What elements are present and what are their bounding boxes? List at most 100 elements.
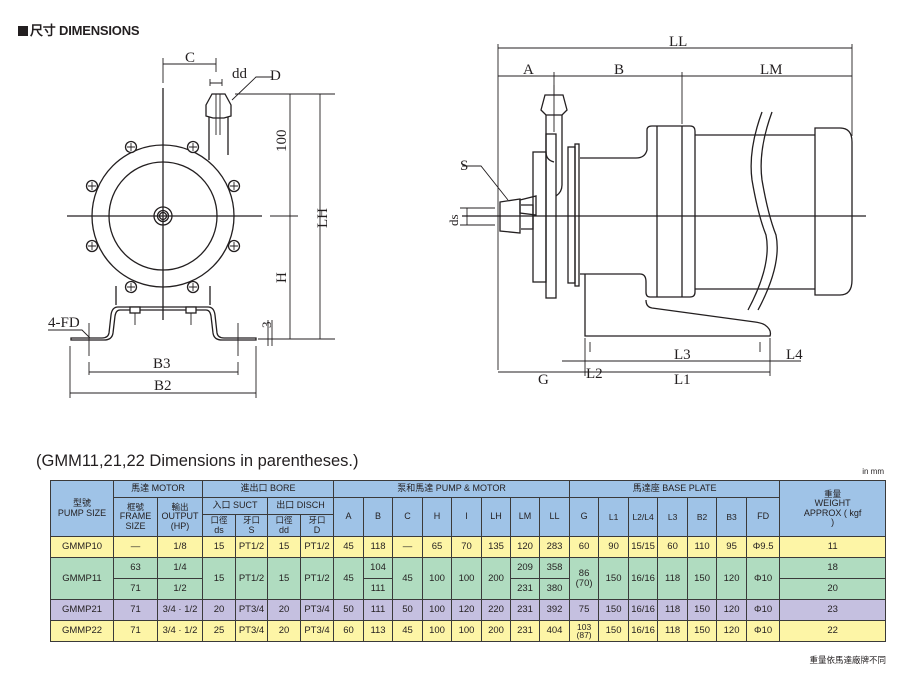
cell-l1: 150 [598,557,630,600]
cell-size: GMMP22 [50,620,114,642]
unit-label: in mm [862,467,884,476]
cell-i: 70 [451,536,483,558]
cell-g: 103(87) [569,620,600,642]
cell-i: 100 [451,557,483,600]
cell-l1: 90 [598,536,630,558]
header-dd-en: dd [278,524,289,535]
break-line-1 [747,111,768,311]
cell-weight: 11 [779,536,887,558]
dim-ll-lines [497,44,853,370]
cell-fd: Φ10 [746,599,781,621]
dim-label-l1: L1 [674,372,691,388]
table-note: (GMM11,21,22 Dimensions in parentheses.) [36,452,359,470]
cell-b3: 120 [716,599,748,621]
table-row-gmmp22: GMMP22 71 3/4 · 1/2 25 PT3/4 20 PT3/4 60… [50,620,887,642]
dim-fd-leader [48,323,239,356]
cell-g: 75 [569,599,600,621]
header-disch: 出口 DISCH [266,497,335,515]
bolt-icons [85,140,241,294]
dim-dd-lines [209,79,223,86]
cell-lm: 120 [510,536,541,558]
header-ds-zh: 口徑 [210,515,228,526]
cell-size: GMMP11 [50,557,114,600]
cell-frame: 63 [113,557,158,579]
front-view-drawing: C dd D 100 H LH 3 4-FD B3 B2 [48,50,335,398]
cell-ll: 404 [539,620,571,642]
cell-g-alt: (70) [575,577,593,589]
header-d-zh: 牙口 [308,515,326,526]
cell-a: 45 [333,536,365,558]
dim-label-lh: LH [315,208,331,228]
cell-a: 50 [333,599,365,621]
cell-l3: 60 [657,536,689,558]
motor-end-cap [814,127,853,296]
cell-ll: 380 [539,578,571,600]
cell-d: PT1/2 [299,536,335,558]
motor-adapter [580,125,696,298]
cell-lh: 200 [481,620,512,642]
header-l2l4: L2/L4 [628,497,659,537]
section-title: 尺寸 DIMENSIONS [18,20,140,39]
header-i: I [451,497,483,537]
cell-b: 104 [363,557,394,579]
cell-d: PT3/4 [299,599,335,621]
cell-ds: 25 [202,620,236,642]
dim-label-b3: B3 [153,356,171,372]
discharge-nozzle [205,93,232,119]
cell-lh: 135 [481,536,512,558]
cell-b2: 150 [687,620,718,642]
header-frame-zh: 框號 [126,501,144,512]
header-dd-zh: 口徑 [275,515,293,526]
cell-i: 120 [451,599,483,621]
dim-label-ds: ds [446,214,461,226]
cell-dd: 20 [267,599,301,621]
cell-b: 118 [363,536,394,558]
dim-label-h: H [274,272,290,283]
cell-l3: 118 [657,620,689,642]
dim-c-lines [162,58,217,83]
header-l1: L1 [598,497,630,537]
adapter-ring [656,126,683,297]
cell-ll: 283 [539,536,571,558]
cell-dd: 15 [267,536,301,558]
cell-d: PT3/4 [299,620,335,642]
cell-c: 45 [392,557,424,600]
dim-label-s: S [460,158,468,174]
black-square-icon [18,26,28,36]
pump-flange-lip [574,143,580,287]
cell-weight: 23 [779,599,887,621]
base-bracket [70,306,257,341]
header-s-zh: 牙口 [242,515,260,526]
cell-g-alt: (87) [576,630,592,640]
side-view-drawing: LL A B LM S ds L [446,34,866,388]
cell-output: 1/8 [157,536,203,558]
cell-lm: 231 [510,578,541,600]
header-fd: FD [746,497,781,537]
cell-ll: 392 [539,599,571,621]
cell-l3: 118 [657,557,689,600]
foot-bolt-right [185,306,197,314]
section-title-label: 尺寸 DIMENSIONS [30,23,140,38]
cell-g: 86(70) [569,557,600,600]
motor-body [695,134,815,290]
dim-ab-lm-lines [498,72,852,124]
cell-dd: 20 [267,620,301,642]
cell-h: 100 [422,599,453,621]
cell-fd: Φ10 [746,620,781,642]
cell-l1: 150 [598,620,630,642]
dim-label-dd: dd [232,66,248,82]
dimension-drawings: C dd D 100 H LH 3 4-FD B3 B2 LL A B LM [48,34,866,398]
dim-base-lines [498,338,801,376]
cell-l2l4: 15/15 [628,536,659,558]
cell-fd: Φ10 [746,557,781,600]
cell-output: 1/4 [157,557,203,579]
header-bore: 進出口 BORE [201,480,335,498]
cell-c: 50 [392,599,424,621]
cell-weight: 22 [779,620,887,642]
cell-lm: 209 [510,557,541,579]
